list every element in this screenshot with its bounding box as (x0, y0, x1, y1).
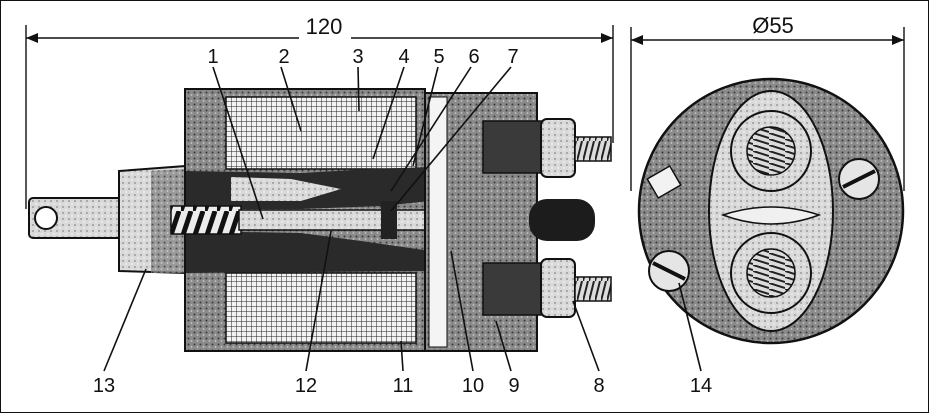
upper-thread (574, 136, 612, 162)
callout-8: 8 (593, 375, 604, 397)
leader-lines (103, 66, 702, 372)
callout-1: 1 (207, 46, 218, 68)
diameter-dimension: Ø55 (630, 13, 905, 191)
callout-6: 6 (468, 46, 479, 68)
rod-eye-hole (34, 206, 58, 230)
callout-5: 5 (433, 46, 444, 68)
callout-11: 11 (393, 375, 414, 397)
center-contact (720, 206, 822, 225)
upper-nut (540, 118, 576, 178)
solenoid-end-view (637, 77, 905, 345)
callout-10: 10 (462, 375, 484, 397)
length-label: 120 (306, 14, 343, 39)
small-tab (646, 164, 682, 200)
return-spring (170, 205, 242, 235)
solenoid-section (28, 88, 612, 352)
callout-2: 2 (278, 46, 289, 68)
lower-nut (540, 258, 576, 318)
callout-9: 9 (508, 375, 519, 397)
contact-washer (381, 201, 397, 239)
cap-knob (529, 199, 595, 241)
callout-7: 7 (507, 46, 518, 68)
diameter-label: Ø55 (752, 13, 794, 38)
length-dimension: 120 (25, 14, 614, 209)
core-lower (186, 231, 431, 273)
upper-nut-inner (482, 120, 544, 174)
callout-14: 14 (690, 375, 712, 397)
callout-4: 4 (398, 46, 409, 68)
callout-3: 3 (352, 46, 363, 68)
callout-13: 13 (93, 375, 115, 397)
lower-thread (574, 276, 612, 302)
callout-labels: 1 2 3 4 5 6 7 8 9 10 11 12 13 14 (93, 46, 712, 397)
lower-nut-inner (482, 262, 544, 316)
upper-coil (225, 96, 417, 170)
callout-12: 12 (295, 375, 317, 397)
